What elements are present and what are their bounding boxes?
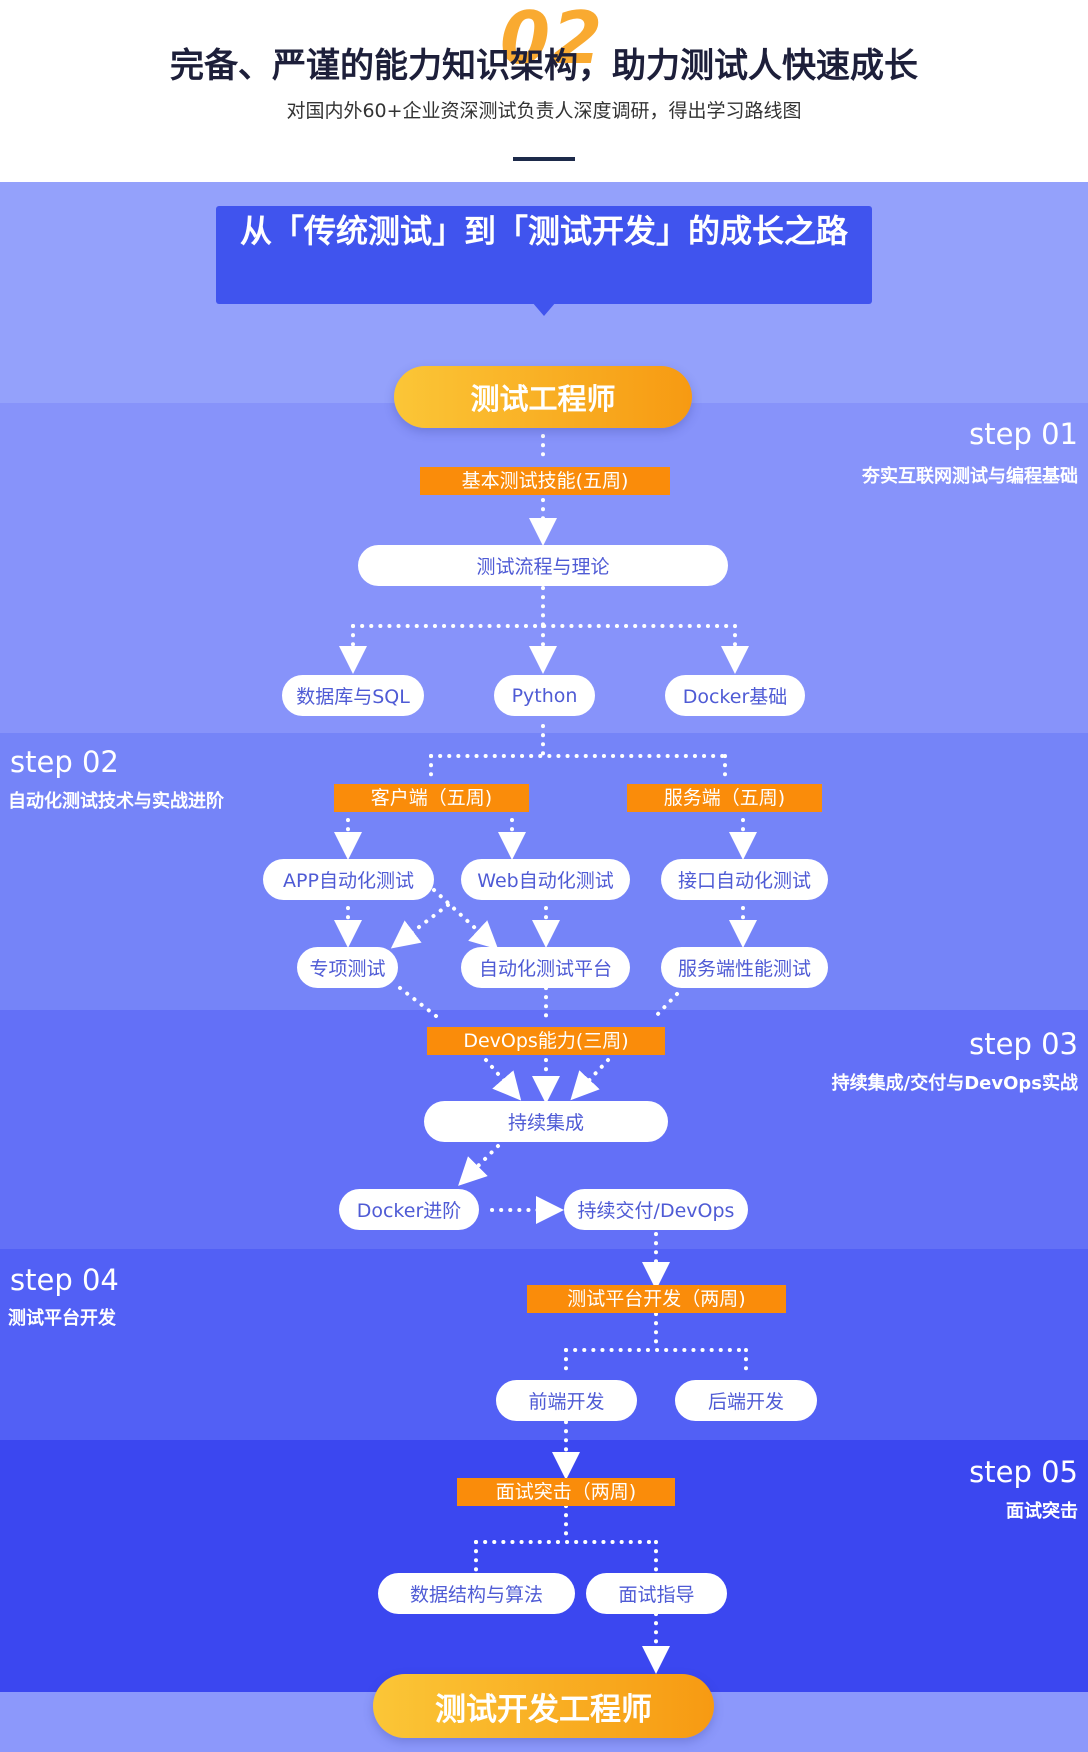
tag-client: 客户端（五周) xyxy=(334,784,529,812)
start-role-pill: 测试工程师 xyxy=(394,366,692,428)
page-title: 完备、严谨的能力知识架构，助力测试人快速成长 xyxy=(170,46,918,86)
node-python: Python xyxy=(494,675,595,716)
node-auto-test-platform: 自动化测试平台 xyxy=(461,947,630,988)
roadmap-banner: 从「传统测试」到「测试开发」的成长之路 xyxy=(216,206,872,304)
step-02-title: step 02 xyxy=(10,745,119,779)
step-03-subtitle: 持续集成/交付与DevOps实战 xyxy=(831,1073,1078,1094)
section-number: 02 xyxy=(500,0,605,80)
node-process-theory: 测试流程与理论 xyxy=(358,545,728,586)
banner-pointer xyxy=(532,302,556,316)
node-database-sql: 数据库与SQL xyxy=(282,675,424,716)
node-api-automation: 接口自动化测试 xyxy=(661,859,828,900)
node-backend-dev: 后端开发 xyxy=(675,1380,817,1421)
roadmap-banner-text: 从「传统测试」到「测试开发」的成长之路 xyxy=(239,212,848,250)
tag-server: 服务端（五周) xyxy=(627,784,822,812)
step-01-subtitle: 夯实互联网测试与编程基础 xyxy=(862,466,1078,487)
node-server-performance: 服务端性能测试 xyxy=(661,947,828,988)
node-data-structures: 数据结构与算法 xyxy=(378,1573,575,1614)
node-interview-guide: 面试指导 xyxy=(586,1573,727,1614)
step-05-title: step 05 xyxy=(969,1455,1078,1489)
title-divider xyxy=(513,157,575,161)
node-special-testing: 专项测试 xyxy=(297,947,398,988)
node-frontend-dev: 前端开发 xyxy=(496,1380,637,1421)
node-docker-advanced: Docker进阶 xyxy=(339,1189,479,1230)
step-05-subtitle: 面试突击 xyxy=(1006,1501,1078,1522)
node-app-automation: APP自动化测试 xyxy=(263,859,434,900)
step-01-title: step 01 xyxy=(969,417,1078,451)
tag-devops: DevOps能力(三周) xyxy=(427,1027,665,1055)
page-subtitle: 对国内外60+企业资深测试负责人深度调研，得出学习路线图 xyxy=(286,100,802,122)
end-role-pill: 测试开发工程师 xyxy=(373,1674,714,1738)
step-04-title: step 04 xyxy=(10,1263,119,1297)
node-continuous-delivery-devops: 持续交付/DevOps xyxy=(564,1189,748,1230)
node-continuous-integration: 持续集成 xyxy=(424,1101,668,1142)
step-03-title: step 03 xyxy=(969,1027,1078,1061)
step-02-subtitle: 自动化测试技术与实战进阶 xyxy=(8,791,224,812)
tag-platform-dev: 测试平台开发（两周) xyxy=(527,1285,786,1313)
tag-interview: 面试突击（两周) xyxy=(457,1478,675,1506)
node-web-automation: Web自动化测试 xyxy=(461,859,630,900)
page-header: 02 完备、严谨的能力知识架构，助力测试人快速成长 对国内外60+企业资深测试负… xyxy=(0,0,1088,182)
step-04-subtitle: 测试平台开发 xyxy=(8,1308,116,1329)
node-docker-basic: Docker基础 xyxy=(665,675,805,716)
tag-basic-skills: 基本测试技能(五周) xyxy=(420,467,670,495)
